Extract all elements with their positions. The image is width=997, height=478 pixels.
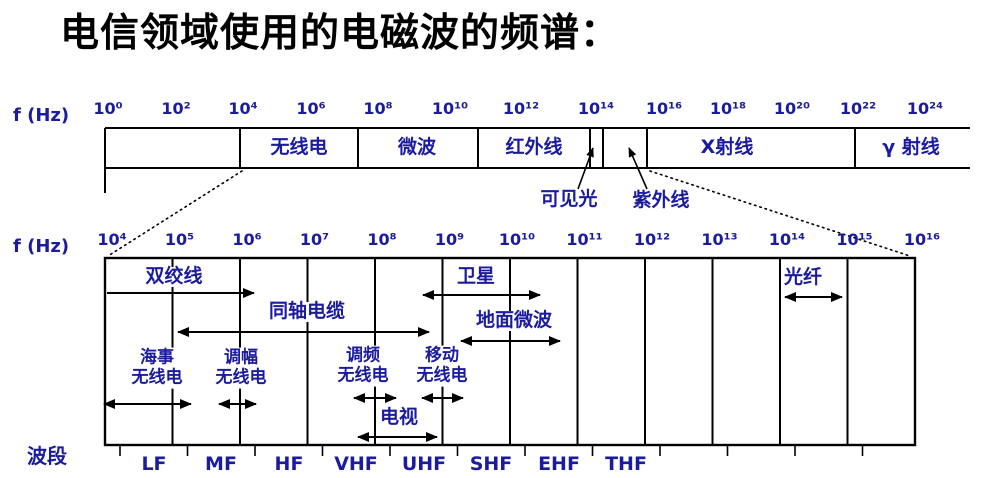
top-axis-tick: 10²⁰ [773,99,811,118]
expanded-axis-tick: 10¹¹ [566,230,603,249]
band-label-mf: MF [205,453,237,475]
expanded-axis-tick: 10⁵ [164,230,195,249]
tech-label-fm-radio: 调频 无线电 [335,345,391,387]
top-axis-tick: 10²² [839,99,877,118]
tech-label-line: 无线电 [337,366,389,386]
region-label-microwave: 微波 [394,137,440,158]
expanded-spectrum-box [103,256,917,456]
tech-label-satellite: 卫星 [453,266,499,287]
expanded-axis-tick: 10¹³ [701,230,738,249]
tech-label-optical-fiber: 光纤 [780,267,826,288]
tech-label-maritime-radio: 海事 无线电 [129,347,185,389]
expanded-axis-tick: 10¹⁰ [498,230,536,249]
top-axis-tick: 10⁸ [363,99,393,118]
top-axis-tick: 10¹⁸ [709,99,747,118]
expanded-axis-tick: 10⁶ [232,230,262,249]
band-label-ehf: EHF [538,453,580,475]
region-label-gamma: γ 射线 [879,137,943,158]
tech-label-line: 调幅 [224,347,258,368]
callout-arrows [577,147,648,190]
technology-range-arrows [103,288,843,442]
expanded-axis-tick: 10⁸ [367,230,397,249]
band-label-vhf: VHF [334,453,378,475]
top-axis-tick: 10² [161,99,191,118]
band-tick-marks [119,445,864,456]
tech-label-line: 无线电 [215,368,267,388]
band-label-shf: SHF [469,453,513,475]
top-axis-tick: 10¹² [502,99,540,118]
tech-label-line: 海事 [140,347,174,368]
band-label-thf: THF [605,453,647,475]
tech-label-tv: 电视 [376,407,422,428]
top-axis-tick: 10⁰ [93,99,123,118]
expanded-axis-tick: 10⁹ [434,230,465,249]
page-title: 电信领域使用的电磁波的频谱： [60,11,621,56]
tech-label-line: 调频 [346,345,380,366]
expanded-axis-tick: 10¹⁶ [903,230,941,249]
top-axis-tick: 10⁶ [296,99,326,118]
expanded-axis-label: f (Hz) [13,236,70,257]
top-axis-tick: 10⁴ [228,99,258,118]
expanded-axis-tick: 10⁴ [97,230,127,249]
callout-ultraviolet: 紫外线 [632,189,690,212]
tech-label-coaxial-cable: 同轴电缆 [265,301,349,322]
tech-label-line: 无线电 [416,366,468,386]
band-label-uhf: UHF [401,453,447,475]
band-axis-label: 波段 [27,444,67,468]
top-axis-tick: 10¹⁴ [577,99,615,118]
top-axis-tick: 10¹⁶ [645,99,683,118]
region-label-xray: X射线 [697,137,757,158]
band-label-hf: HF [274,453,304,475]
tech-label-mobile-radio: 移动 无线电 [414,345,470,387]
expanded-axis-tick: 10¹² [633,230,671,249]
expanded-axis-tick: 10¹⁴ [768,230,806,249]
tech-label-am-radio: 调幅 无线电 [213,347,269,389]
expanded-axis-tick: 10⁷ [299,230,330,249]
top-axis-tick: 10¹⁰ [431,99,469,118]
tech-label-line: 无线电 [131,368,183,388]
band-label-lf: LF [141,453,167,475]
top-axis-tick: 10²⁴ [906,99,944,118]
tech-label-line: 移动 [425,345,459,366]
region-label-radio: 无线电 [267,137,331,158]
top-spectrum-bar [104,127,970,193]
expansion-guide-lines [107,170,911,257]
tech-label-twisted-pair: 双绞线 [142,266,206,287]
tech-label-terrestrial-microwave: 地面微波 [472,310,556,331]
region-label-infrared: 红外线 [502,137,566,158]
top-axis-label: f (Hz) [13,105,70,126]
callout-visible-light: 可见光 [540,188,598,211]
expanded-axis-tick: 10¹⁵ [836,230,873,249]
